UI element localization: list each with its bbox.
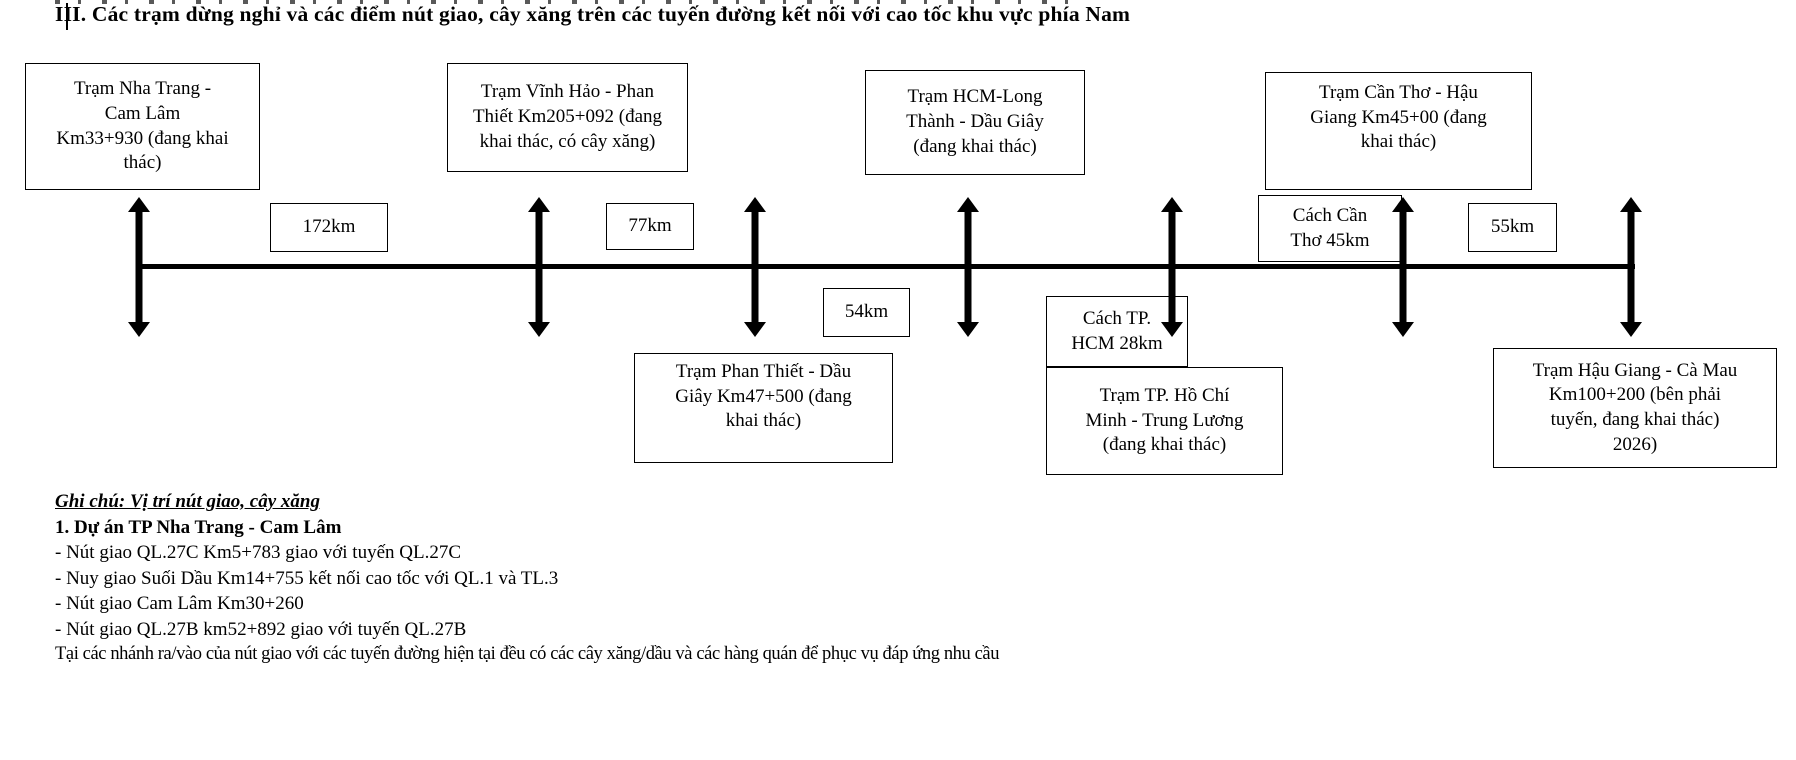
notes-heading: Ghi chú: Vị trí nút giao, cây xăng	[55, 491, 320, 512]
arrowhead-up-icon	[957, 197, 979, 212]
text-cursor	[66, 3, 68, 30]
arrow-shaft	[1168, 207, 1176, 327]
route-line	[136, 264, 1635, 269]
arrowhead-down-icon	[1392, 322, 1414, 337]
arrow-shaft	[535, 207, 543, 327]
page-title: III. Các trạm dừng nghỉ và các điểm nút …	[55, 2, 1131, 26]
arrowhead-down-icon	[1161, 322, 1183, 337]
station-box-can-tho-hau-giang: Trạm Cần Thơ - Hậu Giang Km45+00 (đang k…	[1265, 72, 1532, 190]
arrowhead-down-icon	[744, 322, 766, 337]
junction-arrow-5	[1161, 197, 1183, 337]
station-box-tp-hcm-trung-luong: Trạm TP. Hồ Chí Minh - Trung Lương (đang…	[1046, 367, 1283, 475]
distance-box-cach-can-tho: Cách Cần Thơ 45km	[1258, 195, 1402, 262]
junction-arrow-6	[1392, 197, 1414, 337]
notes-project-title: 1. Dự án TP Nha Trang - Cam Lâm	[55, 516, 342, 538]
note-item: - Nuy giao Suối Dầu Km14+755 kết nối cao…	[55, 567, 559, 589]
note-item: - Nút giao Cam Lâm Km30+260	[55, 593, 304, 614]
arrowhead-down-icon	[957, 322, 979, 337]
arrowhead-up-icon	[744, 197, 766, 212]
notes-section: Ghi chú: Vị trí nút giao, cây xăng 1. Dự…	[55, 489, 1555, 668]
arrow-shaft	[1627, 207, 1635, 327]
station-box-hcm-long-thanh: Trạm HCM-Long Thành - Dầu Giây (đang kha…	[865, 70, 1085, 175]
station-box-vinh-hao-phan-thiet: Trạm Vĩnh Hảo - Phan Thiết Km205+092 (đa…	[447, 63, 688, 172]
arrowhead-down-icon	[528, 322, 550, 337]
arrowhead-down-icon	[128, 322, 150, 337]
arrowhead-up-icon	[128, 197, 150, 212]
station-box-hau-giang-ca-mau: Trạm Hậu Giang - Cà Mau Km100+200 (bên p…	[1493, 348, 1777, 468]
arrowhead-up-icon	[528, 197, 550, 212]
arrow-shaft	[964, 207, 972, 327]
arrow-shaft	[135, 207, 143, 327]
junction-arrow-2	[528, 197, 550, 337]
note-item: - Nút giao QL.27B km52+892 giao với tuyế…	[55, 618, 467, 640]
station-box-phan-thiet-dau-giay: Trạm Phan Thiết - Dầu Giây Km47+500 (đan…	[634, 353, 893, 463]
junction-arrow-4	[957, 197, 979, 337]
distance-box-172km: 172km	[270, 203, 388, 252]
distance-box-54km: 54km	[823, 288, 910, 337]
arrowhead-up-icon	[1392, 197, 1414, 212]
arrow-shaft	[1399, 207, 1407, 327]
clipped-text-remnant	[55, 0, 1070, 4]
note-item: - Nút giao QL.27C Km5+783 giao với tuyến…	[55, 542, 462, 563]
junction-arrow-3	[744, 197, 766, 337]
junction-arrow-1	[128, 197, 150, 337]
junction-arrow-7	[1620, 197, 1642, 337]
arrowhead-up-icon	[1161, 197, 1183, 212]
notes-footer: Tại các nhánh ra/vào của nút giao với cá…	[55, 644, 1000, 664]
distance-box-55km: 55km	[1468, 203, 1557, 252]
arrowhead-down-icon	[1620, 322, 1642, 337]
station-box-nha-trang-cam-lam: Trạm Nha Trang - Cam Lâm Km33+930 (đang …	[25, 63, 260, 190]
distance-box-77km: 77km	[606, 203, 694, 250]
arrow-shaft	[751, 207, 759, 327]
arrowhead-up-icon	[1620, 197, 1642, 212]
